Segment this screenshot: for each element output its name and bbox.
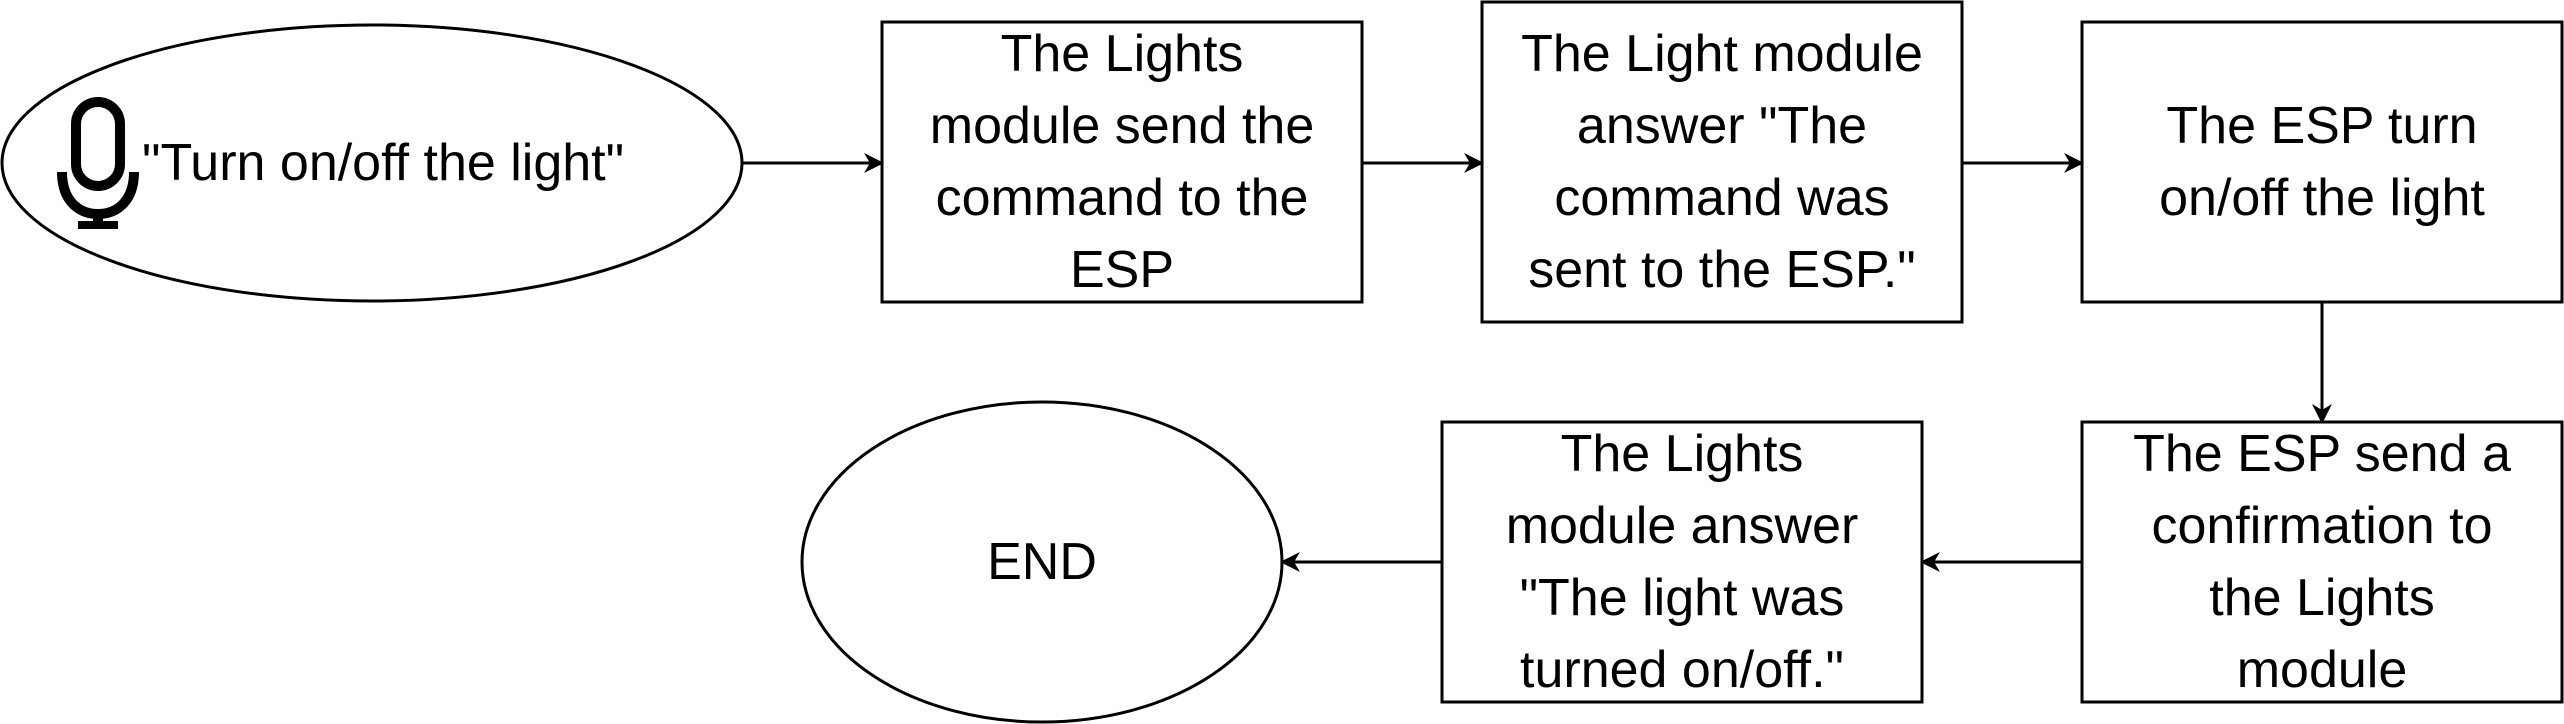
step-4-box [2080,420,2564,704]
step-4-label: The ESP send a confirmation to the Light… [2133,425,2511,699]
microphone-icon [57,97,139,229]
step-1-label: The Lights module send the command to th… [929,25,1315,299]
step-5-box [1440,420,1924,704]
end-label: END [987,533,1097,591]
step-5-label: The Lights module answer "The light was … [1505,425,1859,699]
step-2-box [1480,0,1964,324]
step-3-box [2080,20,2564,304]
step-1-box [880,20,1364,304]
step-3-label: The ESP turn on/off the light [2159,97,2485,227]
start-label: "Turn on/off the light" [142,134,625,192]
step-2-label: The Light module answer "The command was… [1521,25,1923,299]
